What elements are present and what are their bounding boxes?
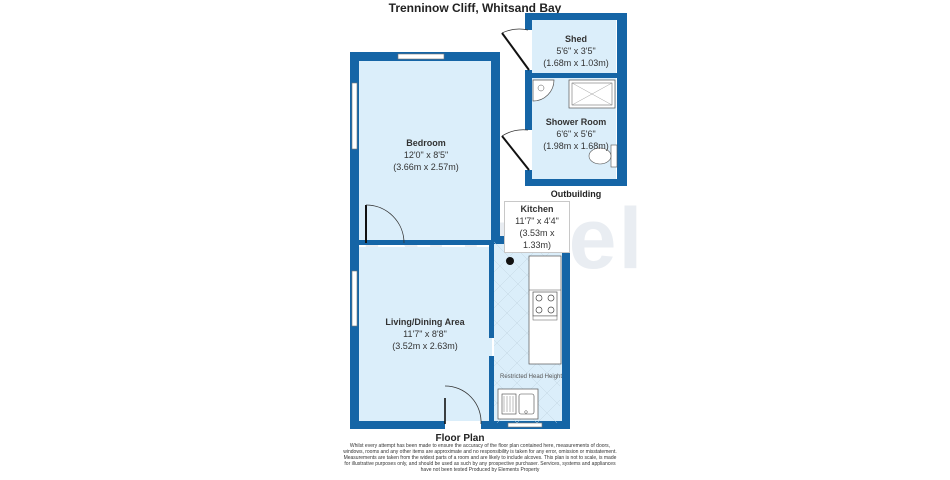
window-bedroom-top	[397, 53, 445, 60]
outbuilding-wall-left	[525, 13, 532, 186]
sink-tap	[524, 410, 528, 414]
bedroom-dim-imperial: 12'0" x 8'5"	[403, 150, 449, 160]
bedroom-door-arc	[365, 204, 405, 244]
shower-name: Shower Room	[545, 117, 607, 127]
living-dim-metric: (3.52m x 2.63m)	[392, 341, 458, 351]
shower-tray-drain-lines	[571, 82, 613, 106]
front-door-gap	[445, 421, 481, 429]
wall-right-kitchen	[562, 236, 570, 429]
living-floor	[356, 247, 492, 423]
drainer-ribs	[503, 396, 514, 412]
outbuilding-label: Outbuilding	[550, 189, 602, 199]
plan-title: Trenninow Cliff, Whitsand Bay	[388, 1, 562, 15]
window-living-left	[351, 270, 358, 327]
shower-door-gap	[525, 130, 532, 170]
living-dim-imperial: 11'7" x 8'8"	[403, 329, 447, 339]
sink-drainer	[501, 393, 517, 415]
bedroom-name: Bedroom	[406, 138, 446, 148]
floor-plan-label: Floor Plan	[435, 433, 485, 444]
outbuilding-wall-right	[617, 13, 627, 186]
shed-label: Shed 5'6" x 3'5" (1.68m x 1.03m)	[538, 33, 614, 69]
shed-dim-imperial: 5'6" x 3'5"	[556, 46, 596, 56]
shower-dim-metric: (1.98m x 1.68m)	[543, 141, 609, 151]
shower-tray-inner	[571, 82, 613, 106]
shower-label: Shower Room 6'6" x 5'6" (1.98m x 1.68m)	[538, 116, 614, 152]
shed-floor	[531, 19, 616, 73]
bedroom-dim-metric: (3.66m x 2.57m)	[393, 162, 459, 172]
hob-ring-2	[547, 294, 555, 302]
outbuilding-wall-top	[525, 13, 627, 20]
corner-basin	[532, 79, 555, 102]
wall-left	[350, 52, 359, 429]
main-house	[350, 52, 570, 429]
wall-bedroom-living	[359, 240, 492, 245]
basin-bowl	[537, 84, 545, 92]
kitchen-dim-metric: (3.53m x 1.33m)	[519, 228, 555, 250]
wall-right-bedroom	[491, 52, 500, 242]
sink-bowl	[518, 393, 535, 415]
front-door-arc	[444, 385, 482, 425]
kitchen-name: Kitchen	[520, 204, 554, 214]
shower-door-leaf	[501, 135, 530, 171]
wall-living-kitchen-bottom	[489, 356, 494, 423]
window-bedroom-left	[351, 82, 358, 150]
shower-dim-imperial: 6'6" x 5'6"	[556, 129, 596, 139]
hob	[532, 291, 558, 317]
kitchen-dim-imperial: 11'7" x 4'4"	[515, 216, 559, 226]
kitchen-label: Kitchen 11'7" x 4'4" (3.53m x 1.33m)	[504, 201, 570, 253]
outbuilding-wall-bottom	[525, 179, 627, 186]
living-name: Living/Dining Area	[385, 317, 465, 327]
restricted-head-height-note: Restricted Head Height	[500, 374, 563, 380]
wall-living-kitchen-top	[489, 242, 494, 338]
bedroom-floor	[356, 57, 496, 243]
hob-ring-4	[547, 306, 555, 314]
shed-door-gap	[525, 30, 532, 70]
oven-controls	[532, 315, 558, 321]
outbuilding	[501, 13, 627, 186]
bedroom-label: Bedroom 12'0" x 8'5" (3.66m x 2.57m)	[376, 137, 476, 173]
shower-door-arc	[501, 129, 529, 137]
toilet-pan	[588, 147, 612, 165]
shed-door-leaf	[501, 32, 530, 71]
hob-ring-3	[535, 306, 543, 314]
flue-dot	[506, 257, 514, 265]
window-kitchen-bottom	[507, 422, 543, 428]
outbuilding-wall-middle	[532, 73, 617, 78]
shed-door-arc	[501, 28, 529, 34]
disclaimer-text: Whilst every attempt has been made to en…	[343, 443, 617, 473]
living-label: Living/Dining Area 11'7" x 8'8" (3.52m x…	[370, 316, 480, 352]
hob-ring-1	[535, 294, 543, 302]
shed-dim-metric: (1.68m x 1.03m)	[543, 58, 609, 68]
shed-name: Shed	[564, 34, 587, 44]
